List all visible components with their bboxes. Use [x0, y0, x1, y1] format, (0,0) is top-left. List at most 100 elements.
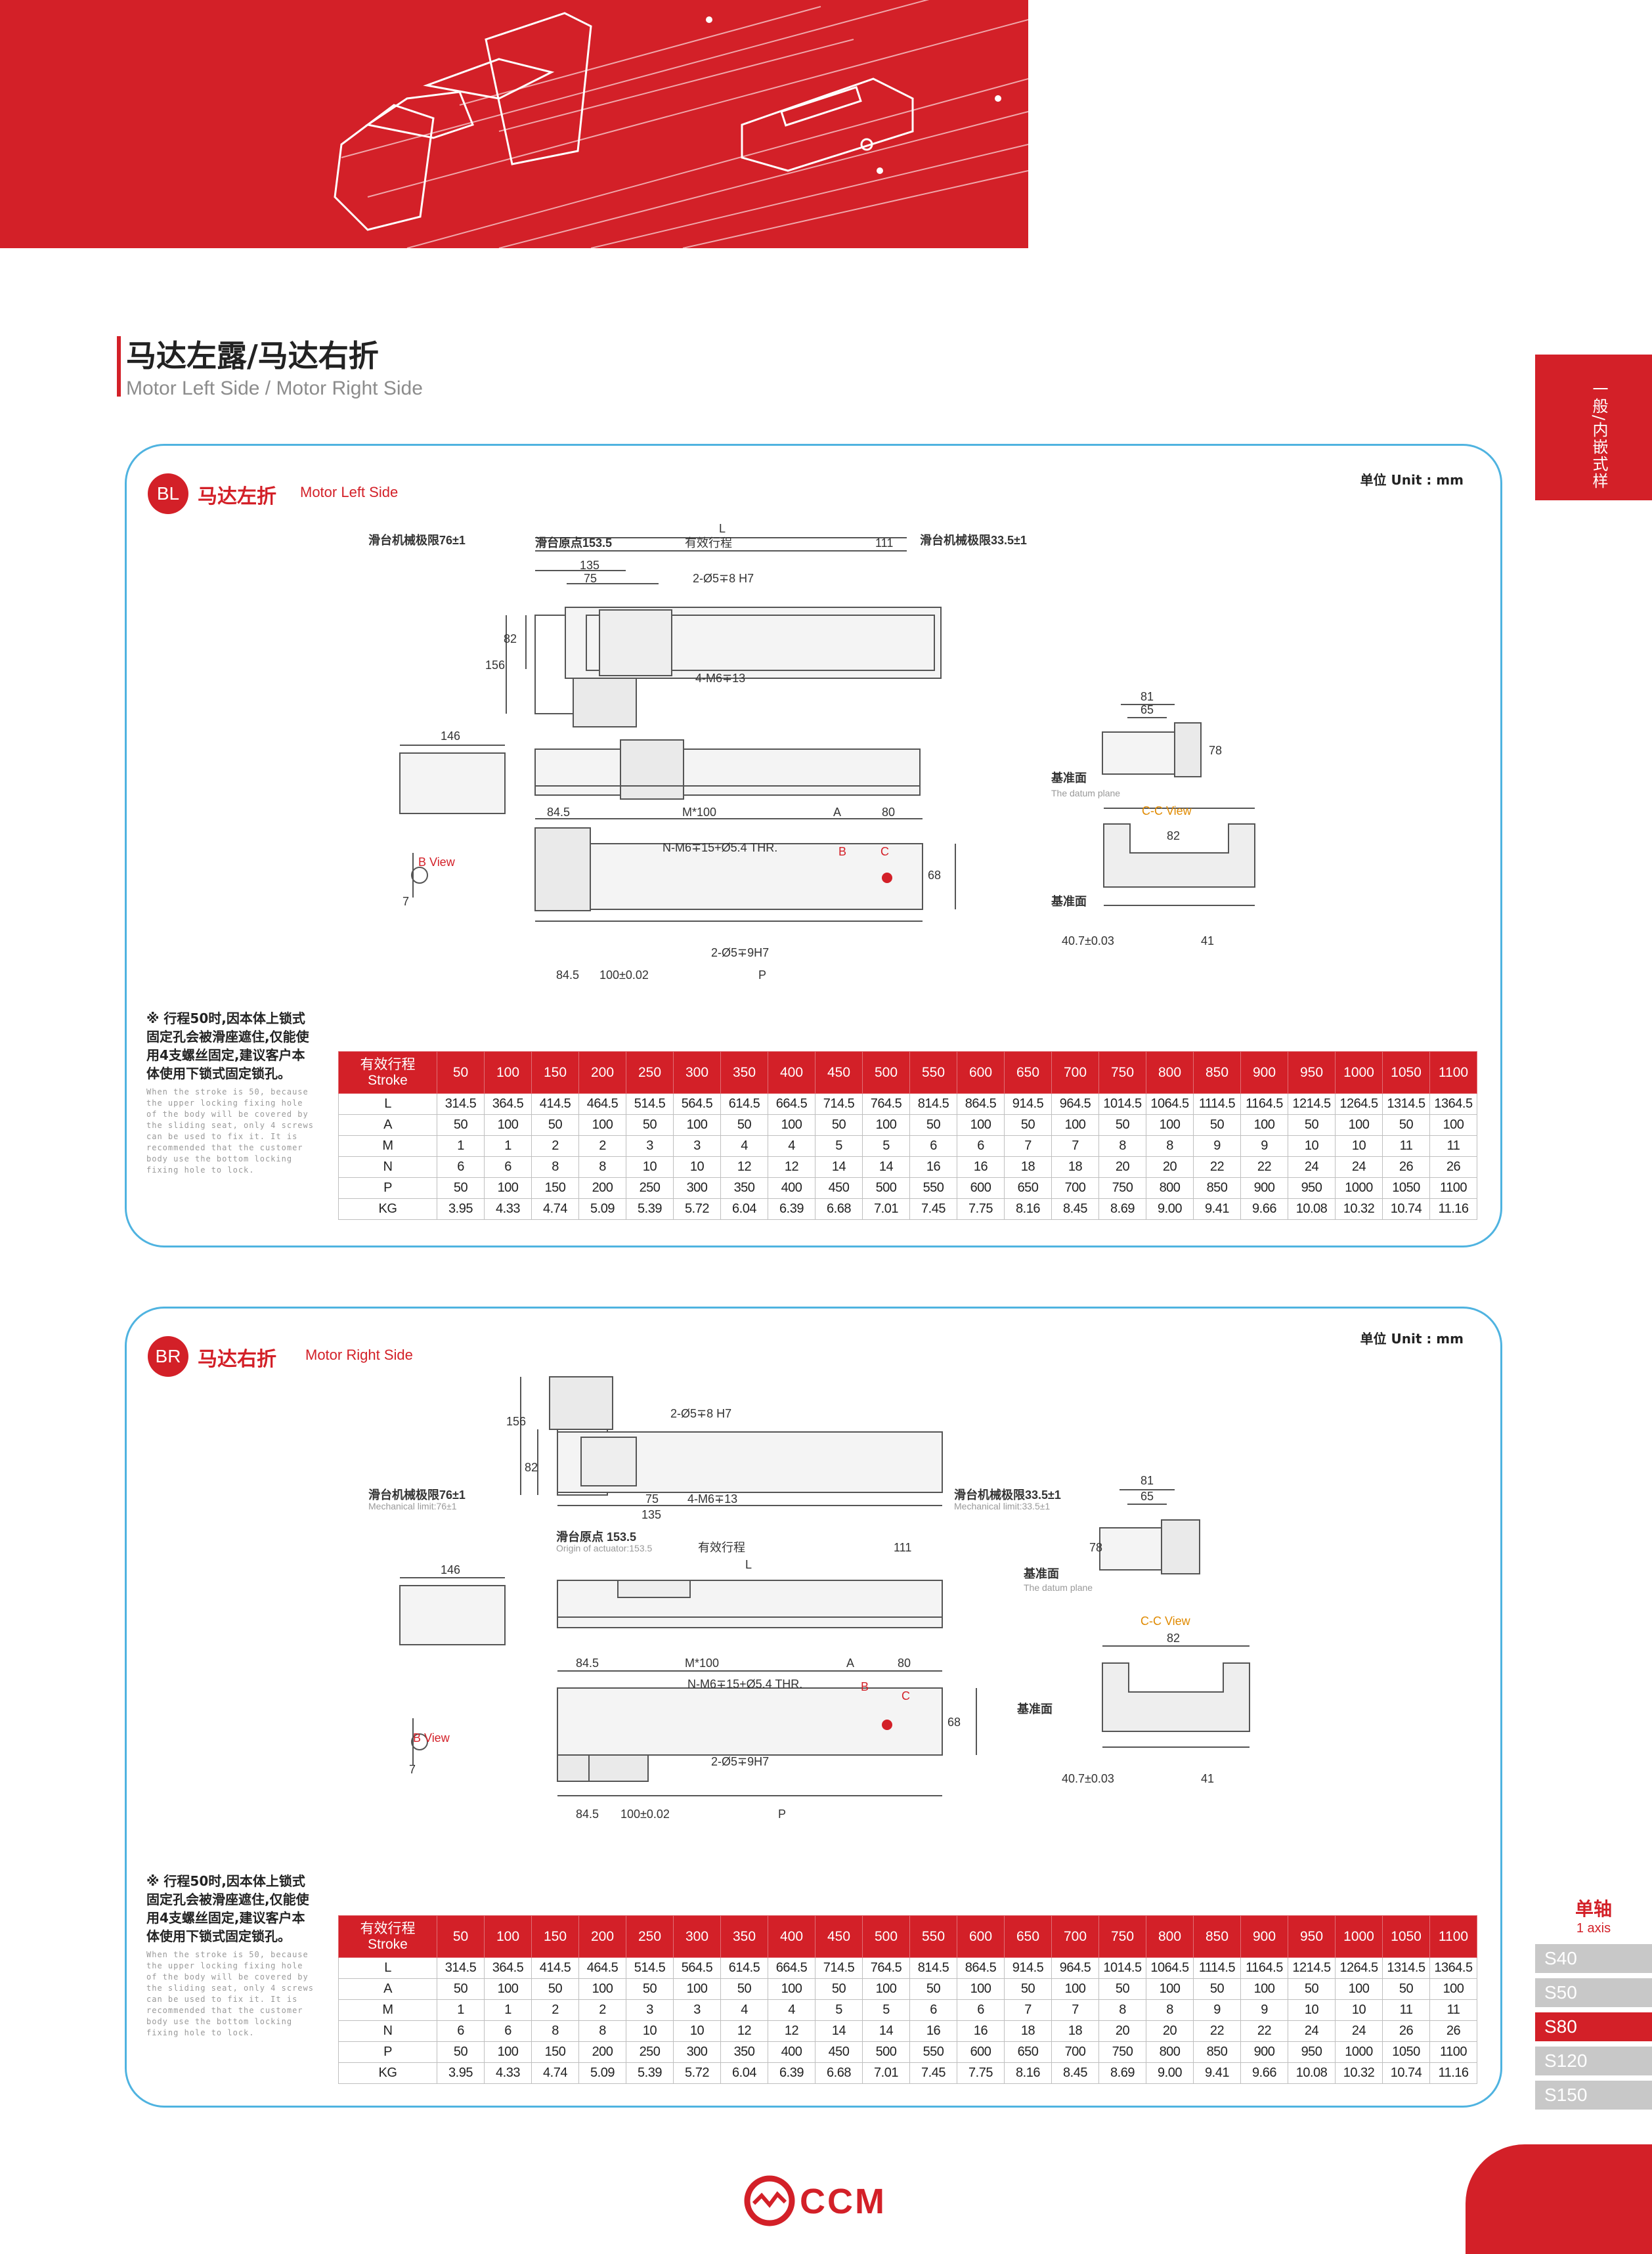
stroke-header-cell: 1050 [1382, 1915, 1430, 1958]
spec-cell: 1314.5 [1382, 1957, 1430, 1979]
dim-mech33: 滑台机械极限33.5±1 [920, 533, 1027, 547]
spec-cell: 1114.5 [1193, 1093, 1241, 1115]
spec-cell: 500 [862, 2041, 910, 2063]
spec-cell: 11.16 [1429, 1198, 1477, 1220]
spec-cell: 514.5 [626, 1957, 674, 1979]
spec-cell: 10 [626, 2020, 674, 2042]
spec-cell: 11 [1382, 1135, 1430, 1157]
spec-cell: 100 [1335, 1978, 1383, 2000]
dim-screw: 4-M6∓13 [695, 672, 745, 685]
spec-cell: 700 [1051, 2041, 1099, 2063]
panel-badge: BL [148, 473, 188, 514]
spec-cell: 9 [1193, 1999, 1241, 2021]
spec-cell: 24 [1288, 2020, 1336, 2042]
axis-nav-item-s80[interactable]: S80 [1535, 2012, 1652, 2041]
spec-cell: 950 [1288, 1177, 1336, 1199]
spec-cell: 100 [484, 1177, 532, 1199]
dim-stroke: 有效行程 [685, 536, 732, 550]
dim-65: 65 [1141, 1490, 1154, 1503]
stroke-header-cell: 400 [768, 1051, 815, 1094]
dim-135: 135 [641, 1508, 661, 1521]
spec-cell: 1064.5 [1146, 1957, 1194, 1979]
dim-111: 111 [875, 536, 893, 550]
spec-cell: 100 [1429, 1978, 1477, 2000]
spec-cell: 26 [1382, 2020, 1430, 2042]
spec-cell: 600 [957, 1177, 1005, 1199]
dim-nm6: N-M6∓15+Ø5.4 THR. [663, 841, 777, 854]
dim-78: 78 [1209, 744, 1222, 757]
spec-cell: 50 [531, 1114, 579, 1136]
spec-cell: 10 [1288, 1999, 1336, 2021]
spec-cell: 1164.5 [1240, 1093, 1288, 1115]
dim-845b: 84.5 [556, 968, 579, 982]
drawing-motor-right: 2-Ø5∓8 H7 156 82 滑台机械极限76±1 Mechanical l… [368, 1376, 1250, 1821]
spec-cell: 8.45 [1051, 2062, 1099, 2084]
spec-cell: 200 [578, 2041, 626, 2063]
spec-cell: 1314.5 [1382, 1093, 1430, 1115]
dim-screw: 4-M6∓13 [687, 1492, 737, 1506]
spec-cell: 1214.5 [1288, 1093, 1336, 1115]
spec-cell: 14 [862, 1156, 910, 1178]
dim-845: 84.5 [576, 1657, 599, 1670]
axis-nav-item-s150[interactable]: S150 [1535, 2081, 1652, 2110]
spec-cell: 300 [673, 2041, 721, 2063]
spec-row-label: N [338, 1156, 437, 1178]
spec-cell: 4 [720, 1999, 768, 2021]
stroke-note: ※ 行程50时,因本体上锁式固定孔会被滑座遮住,仅能使用4支螺丝固定,建议客户本… [146, 1009, 317, 1176]
spec-cell: 10 [1335, 1135, 1383, 1157]
dim-mech33-en: Mechanical limit:33.5±1 [954, 1501, 1050, 1511]
spec-cell: 1364.5 [1429, 1093, 1477, 1115]
stroke-header-cell: 350 [720, 1051, 768, 1094]
spec-cell: 50 [437, 1177, 485, 1199]
dim-pin: 2-Ø5∓8 H7 [670, 1407, 731, 1420]
spec-cell: 6 [484, 2020, 532, 2042]
ccview-label: C-C View [1141, 1615, 1191, 1628]
spec-cell: 1 [437, 1999, 485, 2021]
spec-cell: 10.32 [1335, 1198, 1383, 1220]
spec-cell: 12 [720, 2020, 768, 2042]
spec-cell: 50 [1098, 1114, 1146, 1136]
spec-cell: 7 [1051, 1999, 1099, 2021]
spec-cell: 7 [1004, 1135, 1052, 1157]
spec-cell: 24 [1335, 2020, 1383, 2042]
axis-nav-item-s40[interactable]: S40 [1535, 1944, 1652, 1973]
axis-nav-item-s120[interactable]: S120 [1535, 2047, 1652, 2075]
spec-cell: 600 [957, 2041, 1005, 2063]
spec-cell: 10 [673, 2020, 721, 2042]
spec-cell: 1 [484, 1999, 532, 2021]
spec-cell: 50 [815, 1114, 863, 1136]
dim-7: 7 [402, 895, 409, 908]
stroke-header-cell: 950 [1288, 1051, 1336, 1094]
spec-cell: 814.5 [909, 1093, 957, 1115]
spec-cell: 250 [626, 1177, 674, 1199]
dim-41: 41 [1201, 934, 1214, 947]
spec-cell: 464.5 [578, 1957, 626, 1979]
spec-cell: 7.01 [862, 2062, 910, 2084]
spec-cell: 50 [531, 1978, 579, 2000]
axis-nav-item-s50[interactable]: S50 [1535, 1978, 1652, 2007]
dim-80: 80 [898, 1657, 911, 1670]
spec-cell: 50 [1193, 1978, 1241, 2000]
dim-P: P [758, 968, 766, 982]
spec-cell: 8 [578, 1156, 626, 1178]
spec-cell: 9.66 [1240, 2062, 1288, 2084]
ccm-logo-text: CCM [800, 2182, 886, 2221]
spec-cell: 26 [1429, 2020, 1477, 2042]
spec-cell: 24 [1335, 1156, 1383, 1178]
bview-label: B View [413, 1731, 450, 1745]
category-side-tab[interactable]: 一般/内嵌式样 [1535, 355, 1652, 500]
category-side-tab-label: 一般/内嵌式样 [1590, 381, 1608, 490]
spec-cell: 22 [1240, 2020, 1288, 2042]
spec-cell: 1000 [1335, 2041, 1383, 2063]
spec-cell: 10.74 [1382, 1198, 1430, 1220]
spec-cell: 5.72 [673, 2062, 721, 2084]
spec-cell: 11 [1429, 1999, 1477, 2021]
spec-cell: 100 [1146, 1978, 1194, 2000]
stroke-header-cell: 50 [437, 1051, 485, 1094]
spec-cell: 914.5 [1004, 1957, 1052, 1979]
